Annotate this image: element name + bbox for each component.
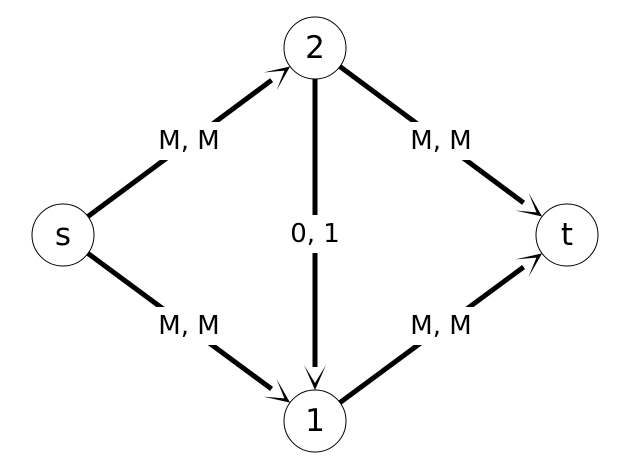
edge-label-background-2-1 <box>277 215 353 253</box>
arrowhead-2-t <box>515 192 543 217</box>
node-circle-t <box>535 203 599 267</box>
edge-label-background-s-1 <box>151 307 227 345</box>
edge-label-background-2-t <box>403 122 479 160</box>
node-label-s: s <box>55 217 71 253</box>
edge-label-group-2-t: M, M <box>403 122 479 160</box>
edge-label-group-1-t: M, M <box>403 307 479 345</box>
edge-label-s-2: M, M <box>158 126 219 156</box>
edge-label-group-2-1: 0, 1 <box>277 215 353 253</box>
edge-label-1-t: M, M <box>410 311 471 341</box>
edge-label-group-s-1: M, M <box>151 307 227 345</box>
edge-label-2-1: 0, 1 <box>290 219 340 249</box>
node-1: 1 <box>283 389 347 453</box>
node-t: t <box>535 203 599 267</box>
edge-label-background-1-t <box>403 307 479 345</box>
arrowhead-s-2 <box>263 66 291 91</box>
node-circle-s <box>31 203 95 267</box>
arrowhead-1-t <box>515 253 543 278</box>
edge-label-s-1: M, M <box>158 311 219 341</box>
node-s: s <box>31 203 95 267</box>
edge-labels-layer: M, M M, M 0, 1 M, M M, M <box>151 122 479 345</box>
edge-label-background-s-2 <box>151 122 227 160</box>
nodes-layer: s 2 1 t <box>31 16 599 453</box>
node-circle-1 <box>283 389 347 453</box>
node-label-2: 2 <box>305 30 325 66</box>
arrowhead-2-1 <box>304 365 326 390</box>
edge-label-group-s-2: M, M <box>151 122 227 160</box>
node-label-t: t <box>561 217 573 253</box>
arrowhead-s-1 <box>263 378 291 403</box>
node-label-1: 1 <box>305 403 325 439</box>
edge-label-2-t: M, M <box>410 126 471 156</box>
node-2: 2 <box>283 16 347 80</box>
node-circle-2 <box>283 16 347 80</box>
